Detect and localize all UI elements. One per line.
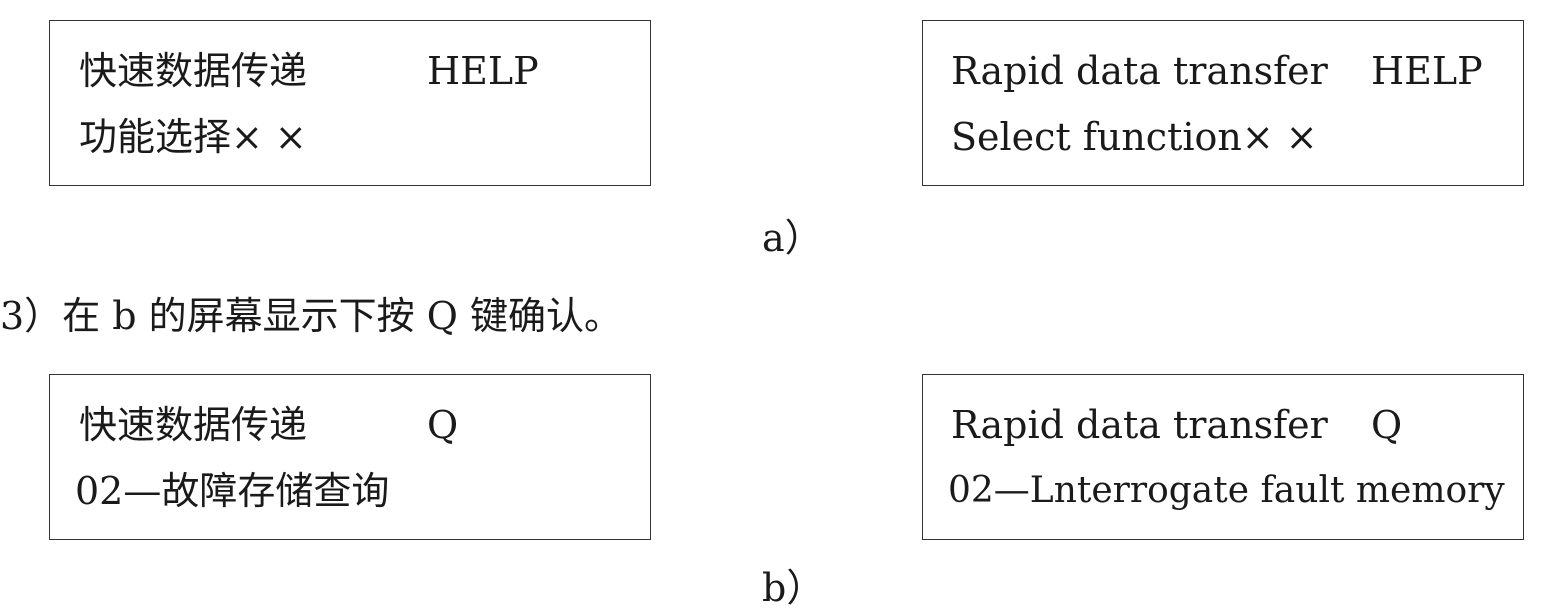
caption-b: b） [762,566,825,610]
screen-a-english-key: HELP [1371,49,1483,93]
screen-b-chinese: 快速数据传递 Q 02—故障存储查询 [49,374,651,540]
screen-a-chinese-function: 功能选择× × [79,115,307,159]
screen-a-english-title: Rapid data transfer [951,49,1328,93]
screen-a-english-function: Select function× × [951,115,1318,159]
screen-a-chinese-key: HELP [427,49,539,93]
step-instruction: 3）在 b 的屏幕显示下按 Q 键确认。 [0,294,622,338]
screen-b-chinese-key: Q [427,403,459,447]
screen-b-english-key: Q [1371,403,1403,447]
screen-a-chinese-title: 快速数据传递 [79,49,308,93]
screen-b-english-title: Rapid data transfer [951,403,1328,447]
screen-b-chinese-function: 02—故障存储查询 [75,469,390,513]
caption-a: a） [762,216,823,260]
screen-a-chinese: 快速数据传递 HELP 功能选择× × [49,20,651,186]
screen-b-english-function: 02—Lnterrogate fault memory [948,470,1505,511]
screen-b-chinese-title: 快速数据传递 [79,403,308,447]
screen-a-english: Rapid data transfer HELP Select function… [922,20,1524,186]
screen-b-english: Rapid data transfer Q 02—Lnterrogate fau… [922,374,1524,540]
